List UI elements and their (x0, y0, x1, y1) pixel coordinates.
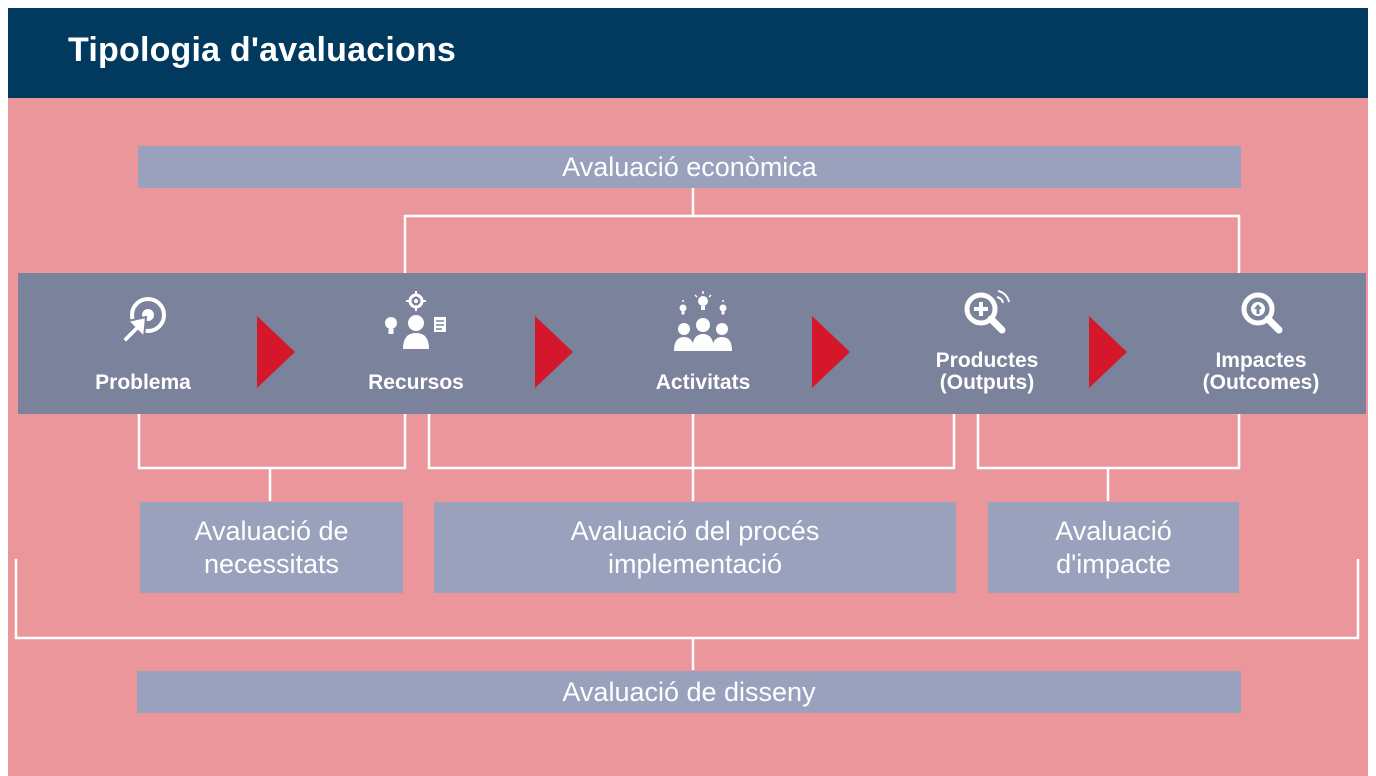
diagram-canvas: Avaluació econòmica Problema (8, 98, 1368, 776)
box-impact-evaluation-line2: d'impacte (1056, 548, 1171, 579)
diagram-frame: Tipologia d'avaluacions (8, 8, 1368, 776)
flow-band: Problema (18, 273, 1366, 414)
stage-recursos-text: Recursos (368, 370, 464, 394)
stage-activitats: Activitats (614, 273, 792, 414)
flow-arrow-4 (1089, 316, 1127, 388)
box-process-evaluation-line2: implementació (607, 548, 783, 579)
flow-arrow-1 (257, 316, 295, 388)
connector-process-bracket (427, 414, 956, 470)
box-design-evaluation: Avaluació de disseny (137, 671, 1241, 713)
magnifier-up-icon (1236, 287, 1286, 342)
connector-lines (14, 188, 1360, 670)
people-resources-icon (376, 291, 456, 358)
stage-impactes-subtext: (Outcomes) (1202, 370, 1320, 394)
box-economic-evaluation-label: Avaluació econòmica (562, 151, 817, 182)
magnifier-plus-icon (959, 287, 1015, 342)
stage-productes-subtext: (Outputs) (939, 370, 1035, 394)
stage-impactes-text: Impactes (1215, 348, 1307, 372)
cursor-target-icon (112, 291, 174, 354)
box-design-evaluation-label: Avaluació de disseny (562, 676, 816, 707)
stage-activitats-label: Activitats (614, 370, 792, 394)
stage-impactes: Impactes (Outcomes) (1161, 273, 1361, 414)
box-impact-evaluation: Avaluació d'impacte (988, 502, 1239, 593)
box-needs-evaluation-line1: Avaluació de (194, 516, 349, 547)
stage-productes-text: Productes (935, 348, 1039, 372)
stage-recursos-label: Recursos (336, 370, 496, 394)
stage-impactes-label: Impactes (Outcomes) (1161, 348, 1361, 394)
stage-activitats-text: Activitats (655, 370, 751, 394)
box-needs-evaluation-line2: necessitats (203, 548, 340, 579)
box-process-evaluation: Avaluació del procés implementació (434, 502, 956, 593)
stage-problema-text: Problema (95, 370, 191, 394)
connector-impact-bracket (976, 414, 1241, 470)
flow-arrow-3 (812, 316, 850, 388)
page-title: Tipologia d'avaluacions (68, 31, 457, 69)
header-bar: Tipologia d'avaluacions (8, 8, 1368, 98)
connector-top-bracket (403, 214, 1241, 273)
connector-design-bracket (14, 559, 1360, 640)
flow-arrow-2 (535, 316, 573, 388)
box-process-evaluation-line1: Avaluació del procés (570, 516, 820, 547)
stage-recursos: Recursos (336, 273, 496, 414)
stage-productes: Productes (Outputs) (892, 273, 1082, 414)
box-impact-evaluation-line1: Avaluació (1055, 516, 1172, 547)
connector-needs-bracket (137, 414, 407, 470)
group-ideas-icon (668, 291, 738, 358)
stage-problema-label: Problema (63, 370, 223, 394)
box-economic-evaluation: Avaluació econòmica (138, 146, 1241, 188)
stage-productes-label: Productes (Outputs) (892, 348, 1082, 394)
stage-problema: Problema (63, 273, 223, 414)
box-needs-evaluation: Avaluació de necessitats (140, 502, 403, 593)
